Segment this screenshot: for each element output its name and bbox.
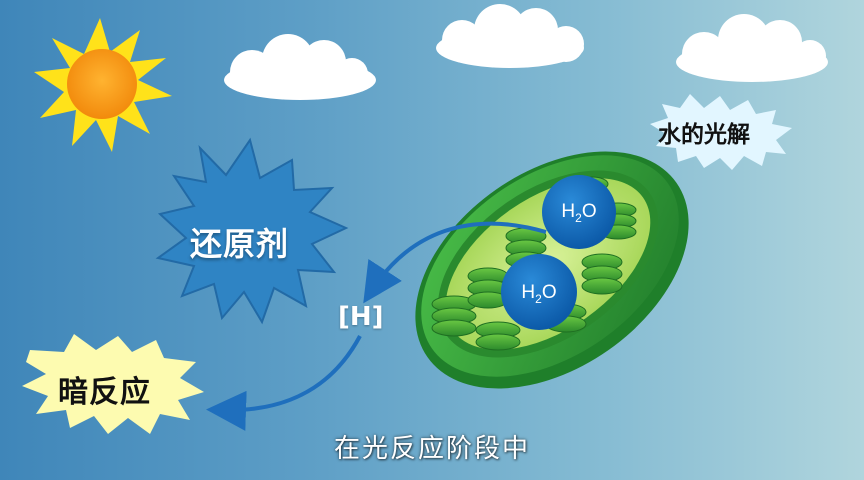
cloud-icon bbox=[436, 4, 584, 68]
cloud-icon bbox=[676, 14, 828, 82]
water-molecule-icon bbox=[542, 175, 616, 249]
photolysis-starburst bbox=[650, 94, 792, 170]
arrow-icon bbox=[206, 335, 362, 431]
water-formula-subscript: 2 bbox=[575, 210, 582, 225]
dark-reaction-starburst bbox=[22, 334, 204, 434]
subtitle-caption: 在光反应阶段中 bbox=[333, 434, 530, 464]
reductant-starburst bbox=[155, 137, 349, 325]
water-formula-base: H bbox=[561, 201, 576, 222]
sun-icon bbox=[34, 18, 172, 152]
water-formula-subscript: 2 bbox=[535, 291, 542, 306]
water-molecule-icon bbox=[501, 254, 577, 330]
water-formula-tail: O bbox=[581, 201, 597, 222]
water-formula: H2O bbox=[549, 201, 609, 225]
water-formula-base: H bbox=[521, 282, 536, 303]
hydrogen-label: [H] bbox=[338, 302, 384, 332]
cloud-icon bbox=[224, 34, 376, 100]
reductant-label: 还原剂 bbox=[190, 225, 290, 263]
water-photolysis-label: 水的光解 bbox=[658, 122, 750, 148]
water-formula: H2O bbox=[509, 282, 569, 306]
dark-reaction-label: 暗反应 bbox=[58, 375, 151, 410]
arrow-icon bbox=[363, 221, 547, 304]
water-formula-tail: O bbox=[541, 282, 557, 303]
